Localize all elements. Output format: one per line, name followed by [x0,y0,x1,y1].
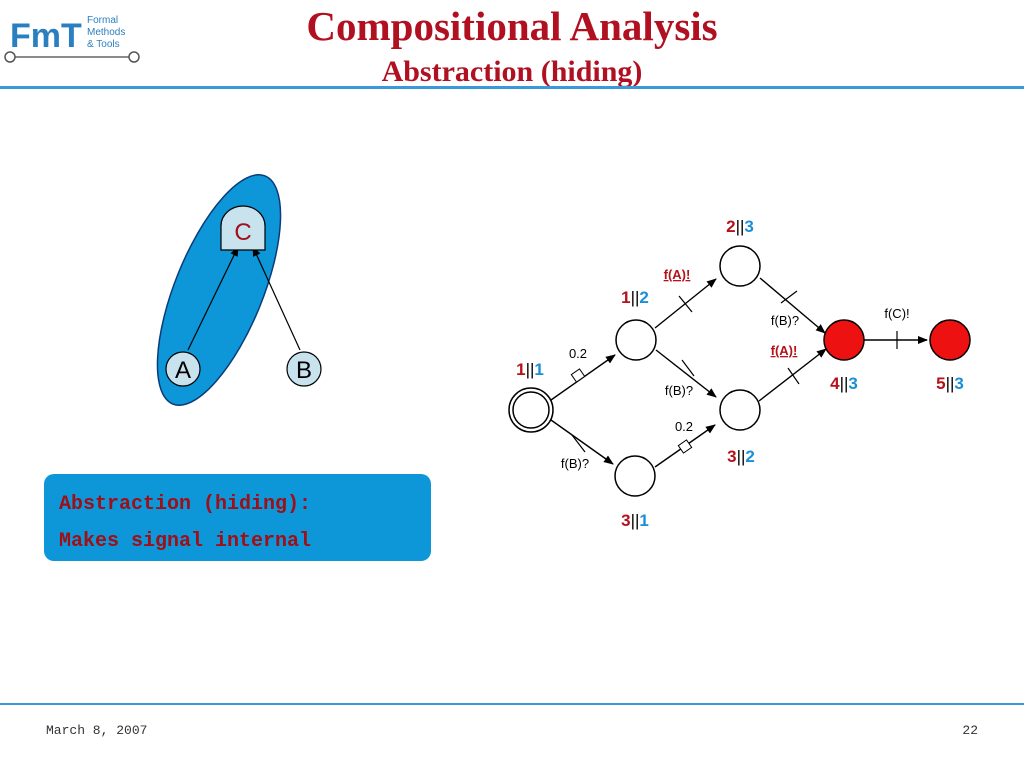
footer-divider [0,703,1024,705]
state-1-2 [615,319,657,361]
callout-line-2: Makes signal internal [59,530,312,553]
label-fa-1: f(A)! [664,267,691,282]
state-name-1-2: 1||2 [621,288,649,307]
label-prob-2: 0.2 [675,419,693,434]
state-4-3 [823,319,865,361]
label-fb-2: f(B)? [665,383,693,398]
state-name-1-1: 1||1 [516,360,544,379]
component-diagram: C A B [156,174,322,406]
callout-line-1: Abstraction (hiding): [59,493,312,516]
logo-line1: Formal [87,15,118,26]
state-name-5-3: 5||3 [936,374,964,393]
label-fa-2: f(A)! [771,343,798,358]
state-name-3-2: 3||2 [727,447,755,466]
state-2-3 [719,245,761,287]
abstraction-ellipse [156,174,282,406]
footer-date: March 8, 2007 [46,723,148,738]
component-a-label: A [175,357,191,384]
component-a [165,351,201,387]
page-number: 22 [962,723,978,738]
header-divider [0,86,1024,89]
label-fb-1: f(B)? [561,456,589,471]
slide-title: Compositional Analysis [306,3,718,49]
probability-box-1 [570,368,586,383]
slide-subtitle: Abstraction (hiding) [381,55,643,88]
state-name-4-3: 4||3 [830,374,858,393]
state-3-2 [719,389,761,431]
label-fc: f(C)! [884,306,909,321]
label-fb-3: f(B)? [771,313,799,328]
component-c-shape [220,205,266,251]
state-1-1 [512,391,550,429]
logo-letters: FmT [10,17,82,55]
fmt-logo: FmT Formal Methods & Tools [4,15,140,63]
logo-line3: & Tools [87,39,120,50]
component-b [286,351,322,387]
component-b-label: B [296,357,312,384]
component-c-label: C [234,219,251,246]
state-name-2-3: 2||3 [726,217,754,236]
probability-box-2 [677,439,693,454]
state-3-1 [614,455,656,497]
state-5-3 [929,319,971,361]
label-prob-1: 0.2 [569,346,587,361]
abstraction-callout: Abstraction (hiding): Makes signal inter… [44,474,431,561]
state-name-3-1: 3||1 [621,511,649,530]
logo-line2: Methods [87,27,125,38]
state-graph: 0.2 f(B)? f(A)! f(B)? 0.2 f(B)? f(A)! f(… [508,217,971,530]
